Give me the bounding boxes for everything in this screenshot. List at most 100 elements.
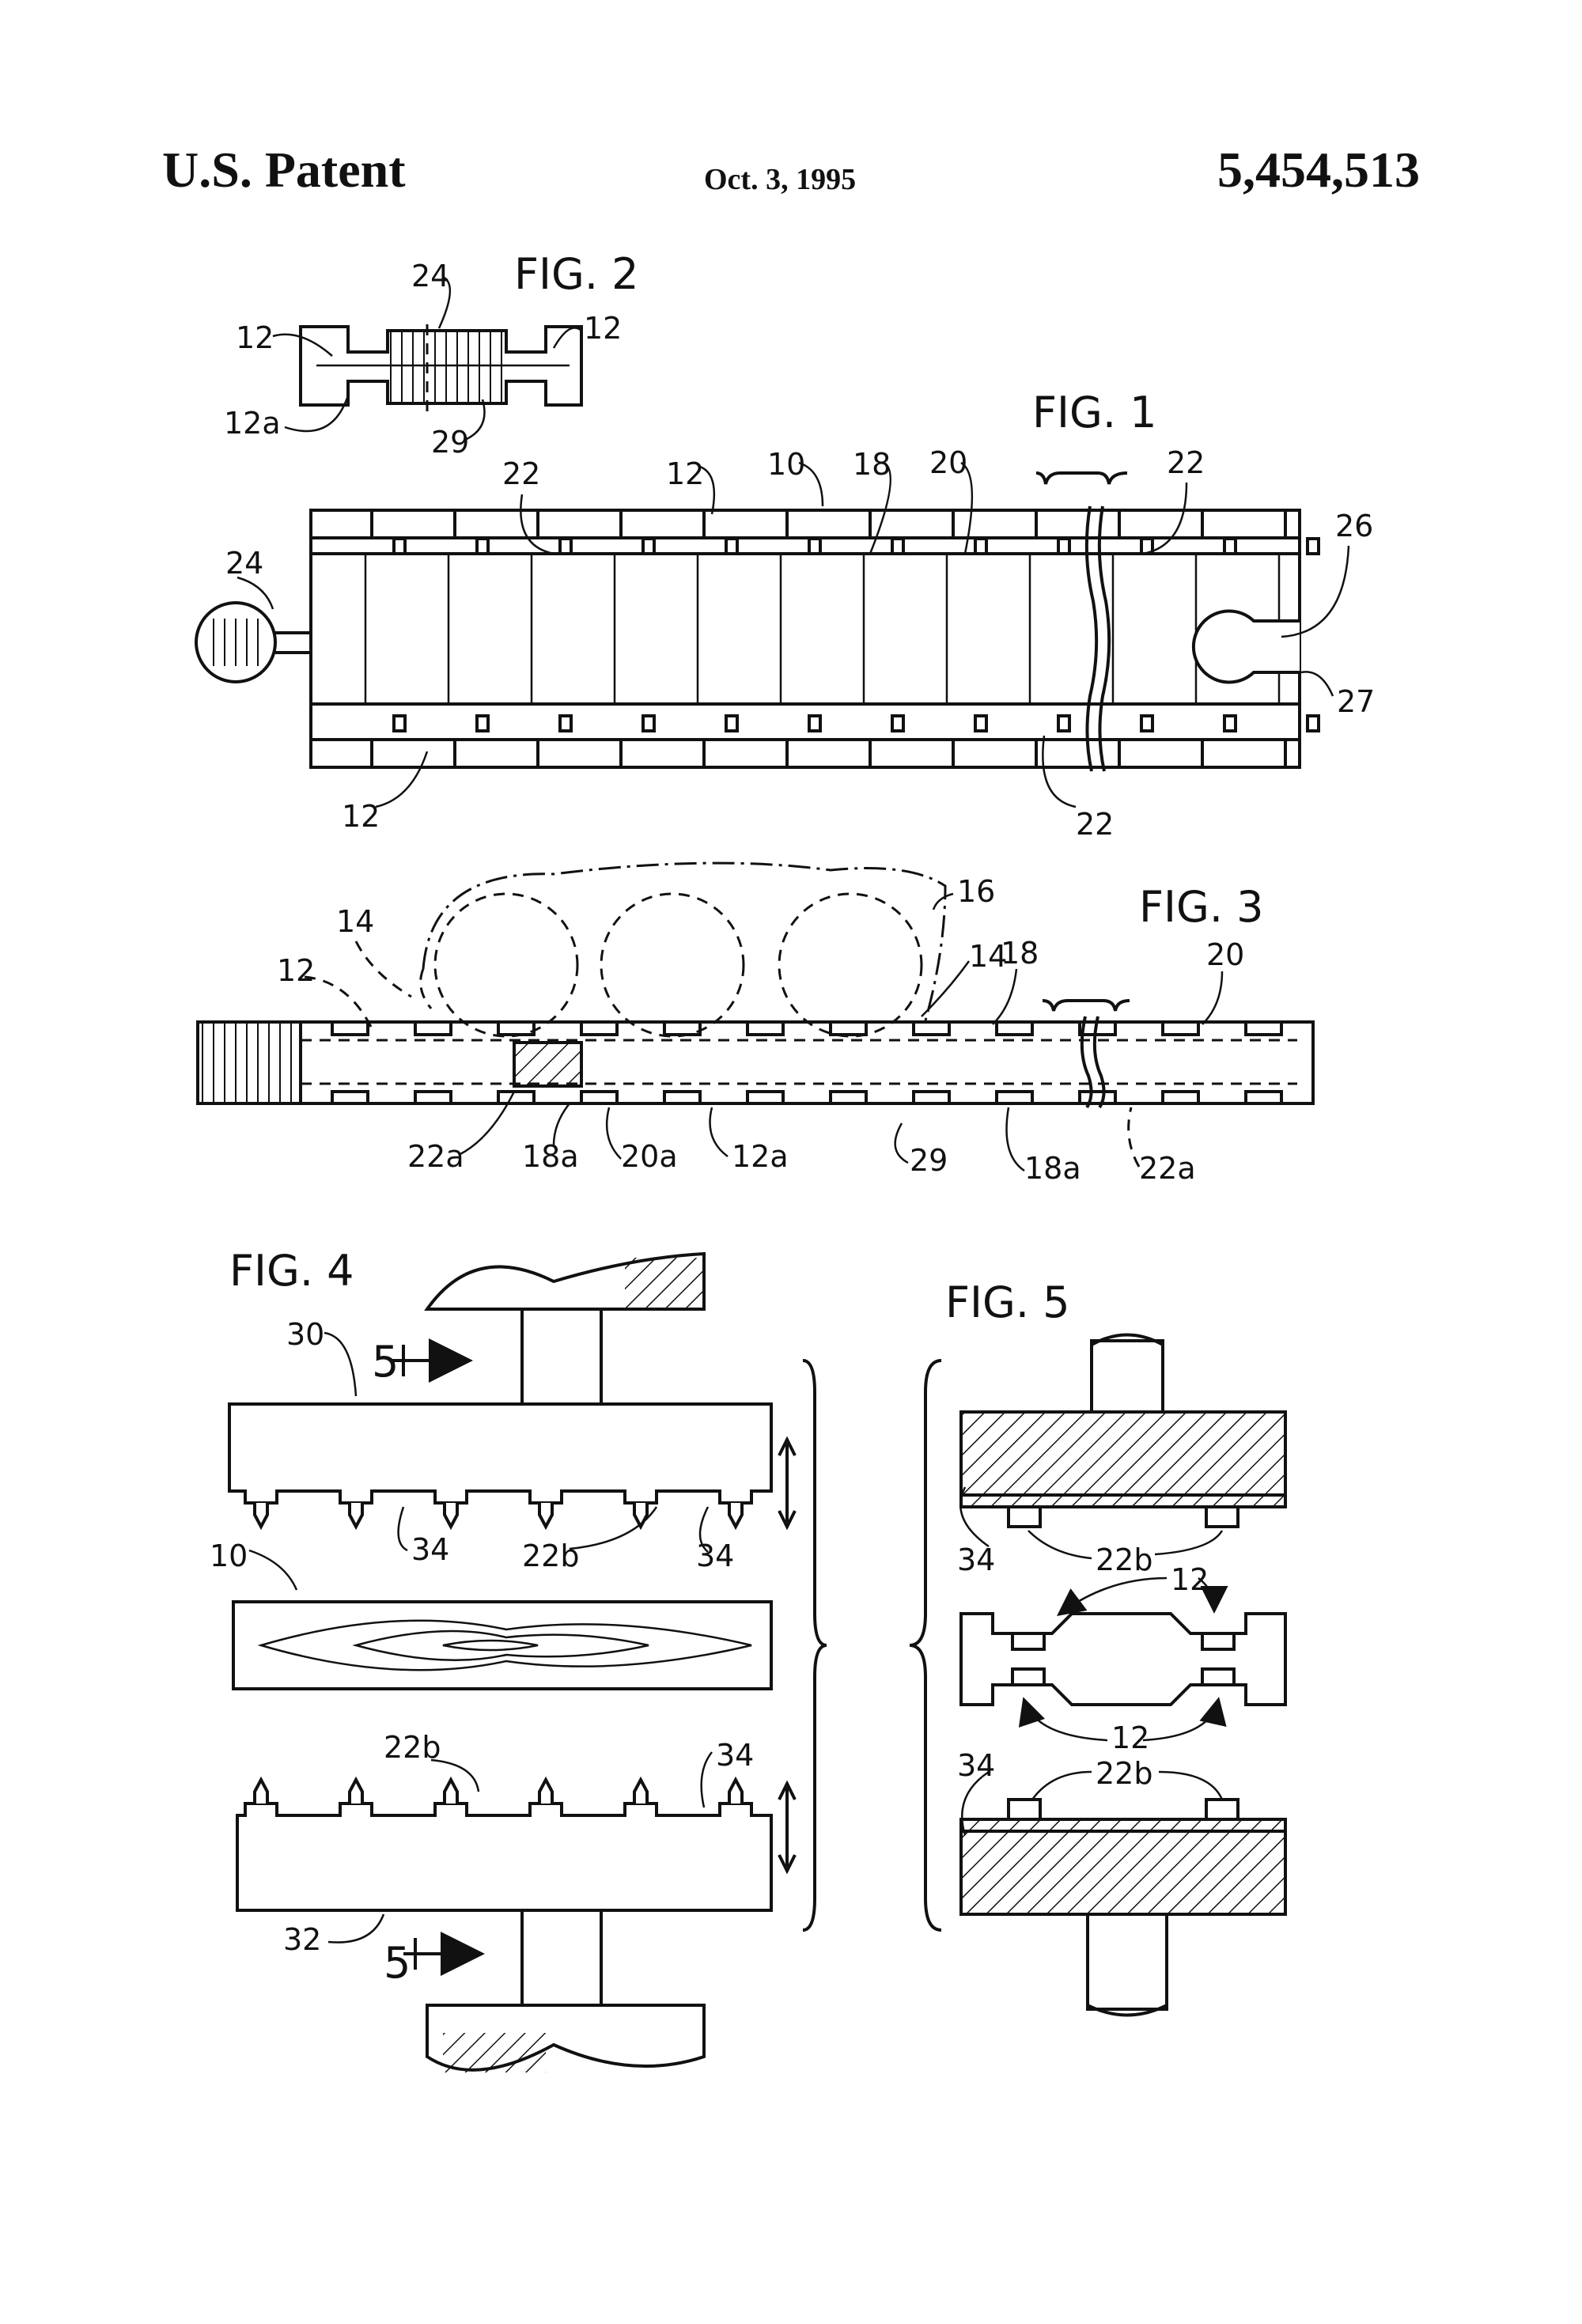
ref-34: 34 (957, 1748, 995, 1783)
fig4-spike (350, 1503, 362, 1527)
ref-22: 22 (1076, 807, 1114, 842)
leader-22b (1028, 1531, 1092, 1558)
fig5-rail-groove (1012, 1633, 1044, 1649)
fig1-rail-fastener (643, 539, 654, 554)
leader-30 (324, 1333, 356, 1396)
fig4-wood-grain (356, 1631, 649, 1660)
ref-18a: 18a (522, 1139, 579, 1174)
ref-10: 10 (210, 1539, 248, 1573)
leader-12 (376, 751, 427, 807)
fig1-rail-fastener (643, 716, 654, 731)
fig3-tie-notch (997, 1092, 1032, 1103)
ref-22b: 22b (522, 1539, 579, 1573)
leader-29 (895, 1123, 908, 1163)
ref-22a: 22a (1139, 1151, 1196, 1186)
fig3-tie-notch (831, 1092, 866, 1103)
section-label-5: 5 (372, 1337, 399, 1387)
ref-22: 22 (1167, 445, 1205, 480)
fig3-tie-notch (664, 1022, 700, 1035)
fig1-rail-fastener (892, 539, 903, 554)
leader-22b (1159, 1772, 1222, 1800)
fig1-rail-fastener (975, 539, 986, 554)
fig3-tie-notch (747, 1022, 783, 1035)
ref-22b: 22b (1096, 1756, 1152, 1791)
ref-26: 26 (1335, 509, 1373, 543)
fig1-break-bracket (1036, 473, 1127, 484)
ref-29: 29 (910, 1143, 948, 1178)
figure-1-label: FIG. 1 (1032, 388, 1157, 437)
ref-10: 10 (767, 447, 805, 482)
fig3-tie-notch (747, 1092, 783, 1103)
fig1-break-line (1087, 506, 1096, 771)
fig3-tie-notch (332, 1092, 368, 1103)
fig3-hidden-rails (301, 1040, 1297, 1084)
figure-2-label: FIG. 2 (514, 249, 639, 299)
ref-12a: 12a (732, 1139, 789, 1174)
ref-18a: 18a (1024, 1151, 1081, 1186)
fig3-tie-notch (1163, 1092, 1198, 1103)
fig3-tie-notch (1246, 1022, 1281, 1035)
fig5-track-cross-section (961, 1614, 1285, 1705)
fig4-upper-spikes (255, 1503, 742, 1527)
fig3-tie-notch (997, 1022, 1032, 1035)
fig4-spike (729, 1503, 742, 1527)
fig3-tie-notch (415, 1092, 451, 1103)
fig1-rail-fastener (1224, 539, 1236, 554)
fig4-wood-grain (261, 1621, 751, 1671)
fig4-handle-section (625, 1258, 704, 1309)
leader-20a (607, 1107, 621, 1159)
fig1-rail-fastener (394, 539, 405, 554)
fig5-lower-die-section (961, 1819, 1285, 1914)
fig4-spike (539, 1503, 552, 1527)
figure-4-label: FIG. 4 (229, 1246, 354, 1296)
leader-12 (1143, 1701, 1218, 1740)
fig3-tie-notch (1246, 1092, 1281, 1103)
fig1-rail-fastener (1058, 716, 1069, 731)
leader-22a (459, 1092, 514, 1155)
fig3-tie-notch (581, 1022, 617, 1035)
fig1-rail-fastener (809, 539, 820, 554)
fig4-wooden-track-blank (233, 1602, 771, 1689)
figure-3: FIG. 3 16 14 14 12 18 20 22a (198, 863, 1313, 1186)
fig4-brace (803, 1361, 827, 1930)
fig1-rail-fastener (726, 716, 737, 731)
ref-12: 12 (1171, 1562, 1209, 1597)
fig1-rail-fastener (1308, 539, 1319, 554)
ref-34: 34 (957, 1542, 995, 1577)
ref-24: 24 (225, 546, 263, 581)
fig1-ties (365, 510, 1319, 767)
leader-22a (1129, 1107, 1139, 1167)
fig3-tie-notch (415, 1022, 451, 1035)
fig3-tie-notch (1163, 1022, 1198, 1035)
fig1-rail-fastener (1308, 716, 1319, 731)
fig3-break-line (1082, 1016, 1092, 1107)
fig4-spike (445, 1780, 457, 1804)
fig1-rail-fastener (975, 716, 986, 731)
leader-32 (328, 1914, 384, 1943)
fig4-top-shaft (522, 1309, 601, 1404)
fig1-connector-shading (207, 619, 263, 666)
fig5-lower-spike (1009, 1800, 1040, 1819)
ref-34: 34 (411, 1532, 449, 1567)
fig3-tie-notches (332, 1022, 1281, 1103)
leader-12a (710, 1107, 729, 1156)
fig1-rail-fastener (394, 716, 405, 731)
ref-16: 16 (957, 874, 995, 909)
fig3-break-bracket (1043, 1001, 1130, 1011)
leader-34 (399, 1507, 407, 1550)
fig1-rail-fastener (726, 539, 737, 554)
fig4-lower-die-plate (237, 1804, 771, 1910)
ref-12a: 12a (224, 406, 281, 441)
fig3-wheel (601, 894, 744, 1036)
fig3-tie-notch (914, 1022, 949, 1035)
fig4-handle-section (443, 2033, 546, 2072)
ref-32: 32 (283, 1922, 321, 1957)
fig3-rail-section (514, 1043, 581, 1086)
leader-22b (1032, 1772, 1092, 1800)
ref-22a: 22a (407, 1139, 464, 1174)
fig4-upper-die-plate (229, 1404, 771, 1503)
fig1-rail-fastener (1058, 539, 1069, 554)
fig5-lower-spike (1206, 1800, 1238, 1819)
